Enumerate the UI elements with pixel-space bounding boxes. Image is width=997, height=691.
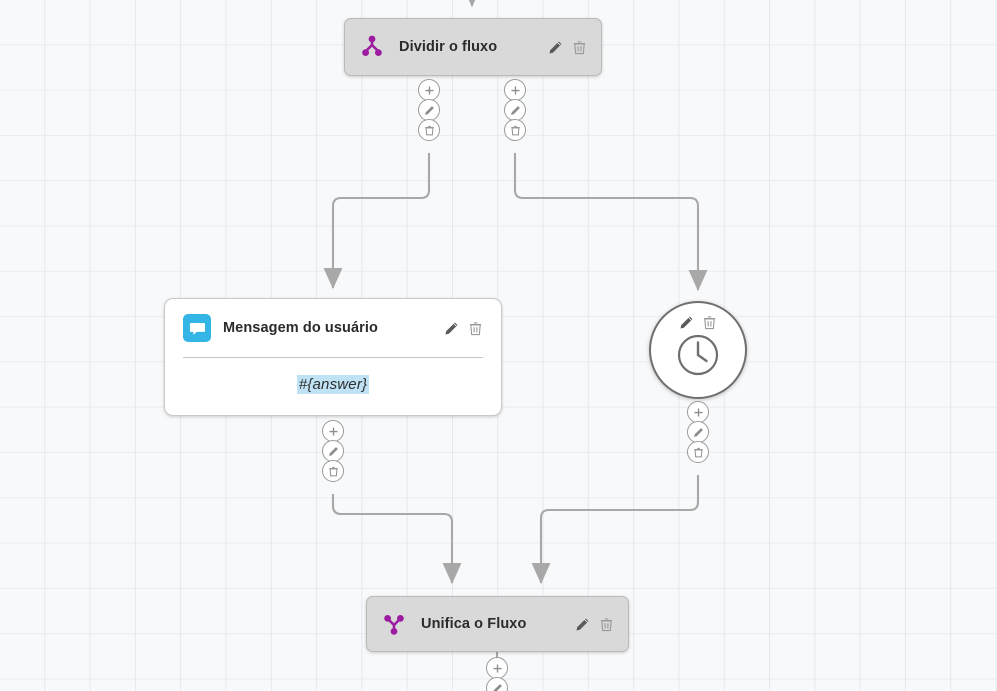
node-timer[interactable] <box>649 301 747 399</box>
edit-connector-button[interactable] <box>418 99 440 121</box>
pencil-icon <box>328 446 338 456</box>
pencil-icon[interactable] <box>575 617 590 632</box>
edge-split-to-message <box>323 153 431 290</box>
node-split-flow[interactable]: Dividir o fluxo <box>344 18 602 76</box>
edge-timer-to-merge <box>531 475 700 585</box>
pencil-icon <box>510 105 520 115</box>
edit-connector-button[interactable] <box>504 99 526 121</box>
connector-timer-out[interactable] <box>687 401 709 463</box>
plus-icon <box>510 85 520 95</box>
add-step-button[interactable] <box>687 401 709 423</box>
trash-icon <box>424 125 434 135</box>
pencil-icon[interactable] <box>679 315 694 330</box>
edge-split-to-timer <box>513 153 708 292</box>
delete-connector-button[interactable] <box>504 119 526 141</box>
connector-message-out[interactable] <box>322 420 344 482</box>
trash-icon[interactable] <box>599 617 614 632</box>
node-merge-flow[interactable]: Unifica o Fluxo <box>366 596 629 652</box>
merge-flow-icon <box>381 611 407 637</box>
edge-message-to-merge <box>331 494 462 585</box>
add-step-button[interactable] <box>322 420 344 442</box>
trash-icon <box>693 447 703 457</box>
pencil-icon[interactable] <box>444 321 459 336</box>
pencil-icon <box>424 105 434 115</box>
add-step-button[interactable] <box>504 79 526 101</box>
trash-icon[interactable] <box>572 40 587 55</box>
clock-icon <box>675 332 721 383</box>
node-user-message-actions <box>444 321 483 336</box>
message-variable: #{answer} <box>296 374 370 394</box>
connector-merge-out[interactable] <box>486 657 508 691</box>
delete-connector-button[interactable] <box>687 441 709 463</box>
edit-connector-button[interactable] <box>322 440 344 462</box>
plus-icon <box>424 85 434 95</box>
pencil-icon <box>693 427 703 437</box>
node-user-message-title: Mensagem do usuário <box>223 320 378 336</box>
node-user-message[interactable]: Mensagem do usuário #{answer} <box>164 298 502 416</box>
plus-icon <box>693 407 703 417</box>
message-divider <box>183 357 483 358</box>
node-merge-flow-actions <box>575 617 614 632</box>
plus-icon <box>328 426 338 436</box>
trash-icon <box>510 125 520 135</box>
trash-icon[interactable] <box>468 321 483 336</box>
trash-icon[interactable] <box>702 315 717 330</box>
message-body: #{answer} <box>165 358 501 410</box>
add-step-button[interactable] <box>418 79 440 101</box>
delete-connector-button[interactable] <box>322 460 344 482</box>
pencil-icon <box>492 683 502 691</box>
chat-bubble-icon <box>183 314 211 342</box>
plus-icon <box>492 663 502 673</box>
edit-connector-button[interactable] <box>486 677 508 691</box>
connector-split-right[interactable] <box>504 79 526 141</box>
split-flow-icon <box>359 34 385 60</box>
connector-split-left[interactable] <box>418 79 440 141</box>
pencil-icon[interactable] <box>548 40 563 55</box>
node-split-flow-title: Dividir o fluxo <box>399 39 498 55</box>
delete-connector-button[interactable] <box>418 119 440 141</box>
node-timer-actions <box>679 315 717 330</box>
edit-connector-button[interactable] <box>687 421 709 443</box>
add-step-button[interactable] <box>486 657 508 679</box>
node-merge-flow-title: Unifica o Fluxo <box>421 616 527 632</box>
trash-icon <box>328 466 338 476</box>
node-split-flow-actions <box>548 40 587 55</box>
